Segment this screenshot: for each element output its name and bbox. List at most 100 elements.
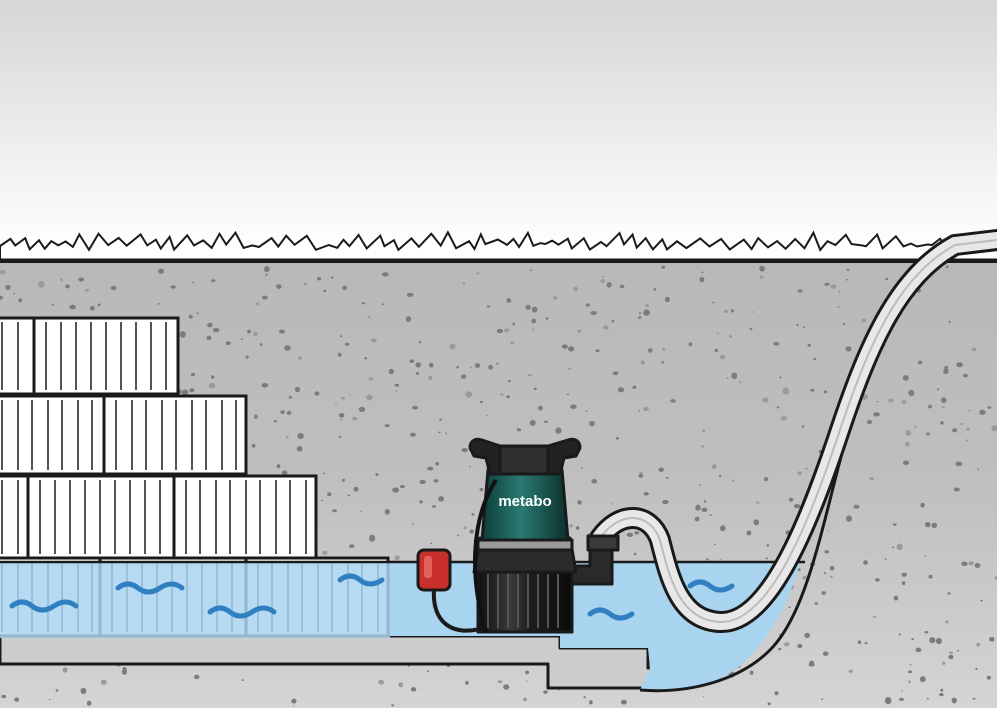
soil-stone bbox=[994, 576, 997, 580]
soil-stone bbox=[480, 400, 483, 404]
soil-stone bbox=[665, 476, 669, 479]
soil-stone bbox=[662, 347, 666, 351]
soil-stone bbox=[529, 269, 532, 272]
soil-stone bbox=[496, 362, 499, 366]
soil-stone bbox=[60, 278, 63, 282]
soil-stone bbox=[875, 578, 880, 582]
soil-stone bbox=[962, 373, 968, 378]
soil-stone bbox=[427, 670, 430, 672]
soil-stone bbox=[543, 690, 548, 694]
soil-stone bbox=[531, 306, 538, 313]
soil-stone bbox=[412, 405, 418, 410]
soil-stone bbox=[857, 640, 862, 644]
soil-stone bbox=[55, 689, 59, 692]
soil-stone bbox=[626, 532, 634, 537]
soil-stone bbox=[837, 306, 840, 308]
soil-stone bbox=[945, 620, 949, 624]
soil-stone bbox=[510, 341, 515, 345]
soil-stone bbox=[867, 419, 872, 425]
soil-stone bbox=[971, 347, 977, 352]
soil-stone bbox=[285, 435, 289, 439]
soil-stone bbox=[931, 522, 938, 529]
soil-stone bbox=[974, 563, 981, 568]
soil-stone bbox=[196, 312, 199, 315]
soil-stone bbox=[794, 504, 801, 509]
soil-stone bbox=[905, 442, 910, 447]
soil-stone bbox=[496, 328, 504, 334]
soil-stone bbox=[726, 377, 729, 379]
soil-stone bbox=[703, 500, 707, 503]
soil-stone bbox=[314, 391, 320, 396]
soil-stone bbox=[603, 325, 609, 330]
soil-stone bbox=[251, 443, 256, 448]
soil-stone bbox=[846, 278, 848, 281]
soil-stone bbox=[888, 398, 894, 403]
pump-logo: metabo bbox=[498, 493, 551, 510]
soil-stone bbox=[940, 421, 944, 425]
soil-stone bbox=[731, 372, 738, 380]
soil-stone bbox=[653, 287, 657, 291]
soil-stone bbox=[698, 484, 701, 486]
soil-stone bbox=[917, 360, 923, 365]
soil-stone bbox=[69, 304, 76, 310]
soil-stone bbox=[391, 704, 394, 707]
soil-stone bbox=[273, 420, 277, 423]
soil-stone bbox=[465, 391, 473, 398]
soil-stone bbox=[418, 341, 422, 344]
soil-stone bbox=[797, 289, 803, 293]
soil-stone bbox=[577, 329, 582, 333]
soil-stone bbox=[640, 360, 645, 365]
soil-stone bbox=[65, 284, 70, 289]
soil-stone bbox=[940, 688, 944, 692]
soil-stone bbox=[409, 359, 415, 364]
storage-box bbox=[0, 474, 30, 560]
soil-stone bbox=[323, 289, 327, 293]
soil-stone bbox=[827, 529, 830, 532]
soil-stone bbox=[940, 397, 947, 403]
soil-stone bbox=[838, 290, 841, 293]
soil-stone bbox=[753, 519, 760, 526]
soil-stone bbox=[802, 575, 808, 580]
soil-stone bbox=[0, 295, 3, 300]
soil-stone bbox=[643, 406, 649, 412]
soil-stone bbox=[488, 364, 493, 370]
soil-stone bbox=[821, 591, 826, 595]
soil-stone bbox=[375, 473, 379, 477]
soil-stone bbox=[157, 303, 160, 305]
soil-stone bbox=[947, 592, 951, 595]
soil-stone bbox=[935, 637, 942, 645]
soil-stone bbox=[322, 550, 328, 555]
soil-stone bbox=[853, 504, 860, 509]
soil-stone bbox=[497, 680, 503, 684]
soil-stone bbox=[503, 684, 510, 690]
soil-stone bbox=[415, 372, 420, 375]
soil-stone bbox=[893, 595, 899, 601]
soil-stone bbox=[702, 429, 706, 433]
soil-stone bbox=[711, 464, 717, 470]
soil-stone bbox=[370, 338, 377, 343]
soil-stone bbox=[638, 410, 641, 412]
soil-stone bbox=[280, 410, 285, 414]
soil-stone bbox=[989, 636, 995, 642]
soil-stone bbox=[830, 575, 833, 578]
soil-stone bbox=[589, 420, 595, 427]
soil-stone bbox=[255, 302, 260, 306]
soil-stone bbox=[78, 277, 85, 282]
soil-stone bbox=[18, 298, 23, 303]
soil-stone bbox=[714, 543, 716, 546]
soil-stone bbox=[316, 277, 322, 281]
soil-stone bbox=[919, 676, 926, 683]
soil-stone bbox=[638, 473, 644, 478]
soil-stone bbox=[714, 348, 719, 353]
soil-stone bbox=[720, 525, 726, 532]
soil-stone bbox=[388, 368, 394, 375]
soil-stone bbox=[531, 328, 535, 331]
soil-stone bbox=[462, 281, 466, 285]
grass-icon bbox=[0, 230, 997, 263]
soil-stone bbox=[471, 513, 475, 516]
soil-stone bbox=[469, 465, 471, 468]
soil-stone bbox=[340, 418, 343, 421]
soil-stone bbox=[705, 558, 709, 561]
soil-stone bbox=[797, 643, 803, 649]
soil-stone bbox=[568, 367, 572, 370]
